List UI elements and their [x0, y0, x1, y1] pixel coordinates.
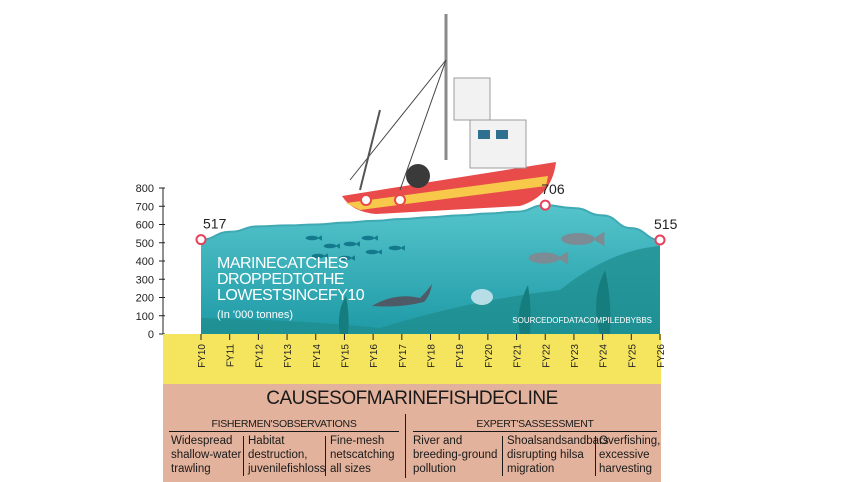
- y-tick-label: 100: [136, 311, 154, 323]
- fish-icon: [365, 249, 382, 255]
- catch-line: [200, 204, 661, 242]
- data-marker: [195, 234, 207, 246]
- boat-boom: [359, 109, 381, 191]
- x-tick-label: FY17: [398, 344, 409, 368]
- y-tick-label: 200: [136, 293, 154, 305]
- y-tick-label: 0: [148, 329, 154, 341]
- fishing-boat-illustration: [342, 14, 556, 214]
- x-tick-label: FY22: [541, 344, 552, 368]
- causes-title: CAUSESOFMARINEFISHDECLINE: [266, 388, 558, 409]
- fish-icon: [305, 235, 322, 241]
- lifebuoy: [394, 194, 406, 206]
- x-tick-label: FY11: [226, 344, 237, 368]
- data-label: 706: [541, 181, 565, 197]
- boat-window: [478, 130, 490, 139]
- data-label: 517: [203, 216, 227, 232]
- chart-title-line: LOWESTSINCEFY10: [217, 287, 365, 304]
- seaweed: [518, 285, 531, 334]
- fish-icon: [311, 253, 328, 259]
- x-tick-label: FY25: [627, 344, 638, 368]
- fish-icon: [561, 231, 605, 247]
- y-tick-label: 300: [136, 274, 154, 286]
- y-tick-label: 600: [136, 220, 154, 232]
- jellyfish-icon: [471, 289, 493, 305]
- fish-icon: [343, 241, 360, 247]
- fishermen-header: FISHERMEN'SOBSERVATIONS: [211, 418, 357, 430]
- x-tick-label: FY16: [369, 344, 380, 368]
- chart-title-line: DROPPEDTOTHE: [217, 271, 344, 288]
- x-tick-label: FY19: [455, 344, 466, 368]
- expert-header: EXPERT'SASSESSMENT: [476, 418, 594, 430]
- y-tick-label: 700: [136, 201, 154, 213]
- seaweed: [596, 270, 611, 334]
- data-marker: [539, 199, 551, 211]
- y-tick-label: 400: [136, 256, 154, 268]
- x-tick-label: FY14: [312, 344, 323, 368]
- x-tick-label: FY18: [427, 344, 438, 368]
- chart-subtitle: (In '000 tonnes): [217, 309, 293, 321]
- shark-icon: [372, 284, 432, 307]
- y-tick-label: 500: [136, 238, 154, 250]
- cause-divider: [243, 436, 244, 476]
- seabed-decoration: [201, 246, 660, 334]
- x-tick-label: FY26: [656, 344, 667, 368]
- fish-icon: [338, 255, 355, 261]
- expert-header-rule: [413, 431, 657, 432]
- group-divider: [405, 414, 406, 478]
- cause-divider: [325, 436, 326, 476]
- x-tick-label: FY21: [513, 344, 524, 368]
- y-axis: 0 100 200 300 400 500 600 700 800: [136, 183, 165, 341]
- x-tick-label: FY13: [283, 344, 294, 368]
- boat-winch: [406, 164, 430, 188]
- boat-rigging: [399, 59, 447, 191]
- lifebuoy: [360, 194, 372, 206]
- fish-icon: [388, 245, 405, 251]
- fishermen-header-rule: [169, 431, 399, 432]
- x-axis: FY10 FY11 FY12 FY13 FY14 FY15 FY16 FY17 FY18 FY19…: [197, 334, 667, 368]
- fish-icon: [528, 251, 569, 265]
- x-tick-label: FY10: [197, 344, 208, 368]
- boat-cabin: [469, 119, 527, 169]
- x-tick-label: FY15: [340, 344, 351, 368]
- data-marker: [654, 234, 666, 246]
- reef-shape: [201, 246, 660, 334]
- cause-divider: [595, 436, 596, 476]
- fish-icon: [323, 243, 340, 249]
- fish-icon: [361, 235, 378, 241]
- boat-bridge: [453, 77, 491, 121]
- source-note: SOURCEDOFDATACOMPILEDBYBBS: [512, 316, 652, 325]
- chart-title-line: MARINECATCHES: [217, 255, 348, 272]
- data-markers: 517 706 515: [195, 181, 678, 246]
- cause-divider: [502, 436, 503, 476]
- x-tick-label: FY12: [254, 344, 265, 368]
- y-tick-label: 800: [136, 183, 154, 195]
- x-tick-label: FY20: [484, 344, 495, 368]
- fish-decoration: [305, 231, 605, 307]
- boat-window: [496, 130, 508, 139]
- data-label: 515: [654, 216, 678, 232]
- causes-panel: CAUSESOFMARINEFISHDECLINE FISHERMEN'SOBS…: [163, 384, 661, 482]
- boat-rigging: [349, 59, 447, 181]
- year-band: [163, 334, 661, 384]
- x-tick-label: FY24: [599, 344, 610, 368]
- seaweed: [338, 296, 349, 334]
- x-tick-label: FY23: [570, 344, 581, 368]
